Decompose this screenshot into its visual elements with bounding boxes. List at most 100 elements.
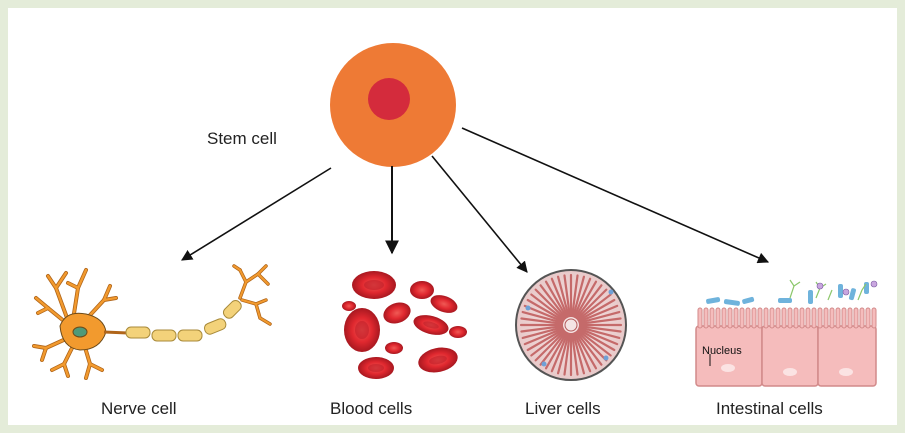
hepatocyte-cord <box>520 325 564 333</box>
red-blood-cell <box>413 315 449 335</box>
hepatocyte-cord <box>577 298 616 322</box>
microvillus <box>823 307 829 329</box>
hepatocyte-cord <box>572 275 586 318</box>
blood-cells-icon <box>342 271 467 379</box>
cell-nucleus <box>783 368 797 376</box>
liver-cells-label: Liver cells <box>525 399 601 418</box>
hepatocyte-cord <box>523 304 564 323</box>
hepatocyte-cord <box>563 274 571 318</box>
myelin-segment <box>203 318 227 335</box>
hepatocyte-cords <box>519 273 623 377</box>
hepatocyte-cord <box>576 330 608 362</box>
intestinal-cell <box>761 325 819 387</box>
hepatocyte-cord <box>521 310 564 324</box>
intestinal-cells-icon <box>695 279 878 387</box>
hepatocyte-cord <box>578 327 619 346</box>
hepatocyte-cord <box>573 277 592 318</box>
hepatocyte-cord <box>550 277 569 318</box>
arrow-to-nerve-cell <box>181 167 332 261</box>
stem-cell-icon <box>330 43 456 167</box>
red-blood-cell <box>358 357 394 379</box>
hepatocyte-cord <box>573 332 592 373</box>
microvillus <box>847 307 853 329</box>
hepatocyte-cord <box>578 317 622 325</box>
hepatocyte-cord <box>523 327 564 346</box>
red-blood-cell <box>352 271 396 299</box>
hepatocyte-cord <box>534 288 566 320</box>
red-blood-cell <box>342 301 356 311</box>
portal-triads <box>525 289 614 367</box>
microvillus <box>841 307 847 329</box>
microvillus <box>805 307 811 329</box>
microvillus <box>811 307 817 329</box>
microvillus <box>799 307 805 329</box>
microvillus <box>817 307 823 329</box>
microvillus <box>757 307 763 329</box>
blood-cells-label: Blood cells <box>330 399 413 418</box>
hepatocyte-cord <box>574 280 598 319</box>
diagram-frame: Stem cell Nerve cell Blood cells Liver c… <box>8 8 897 425</box>
microvillus <box>733 307 739 329</box>
hepatocyte-cord <box>577 328 616 352</box>
hepatocyte-cord <box>571 332 579 376</box>
microvillus <box>859 307 865 329</box>
hepatocyte-cord <box>575 284 603 319</box>
microvillus <box>787 307 793 329</box>
microvillus <box>709 307 715 329</box>
nerve-cell-label: Nerve cell <box>101 399 177 418</box>
hepatocyte-cord <box>578 326 621 340</box>
red-blood-cell <box>383 302 411 324</box>
stem-cell-nucleus <box>368 78 410 120</box>
microvillus <box>871 307 877 329</box>
hepatocyte-cord <box>576 288 608 320</box>
hepatocyte-cord <box>577 329 612 357</box>
red-blood-cell <box>449 326 467 338</box>
myelin-segment <box>125 326 151 339</box>
red-blood-cell <box>410 281 434 299</box>
intestinal-cell <box>817 325 877 387</box>
hepatocyte-cord <box>556 332 570 375</box>
hepatocyte-cord <box>539 284 567 319</box>
microvillus <box>775 307 781 329</box>
diagram-canvas <box>32 43 878 387</box>
microvillus <box>781 307 787 329</box>
red-blood-cell <box>430 295 458 313</box>
arrow-to-liver-cells <box>431 155 528 273</box>
hepatocyte-cord <box>534 330 566 362</box>
hepatocyte-cord <box>530 293 565 321</box>
hepatocyte-cord <box>577 293 612 321</box>
myelin-segment <box>151 329 177 342</box>
hepatocyte-cord <box>556 275 570 318</box>
microvilli <box>697 307 877 329</box>
microvillus <box>721 307 727 329</box>
brush-border-molecules <box>706 282 869 306</box>
hepatocyte-cord <box>544 280 568 319</box>
microvillus <box>727 307 733 329</box>
arrow-to-intestinal-cells <box>461 127 770 264</box>
red-blood-cell <box>344 308 380 352</box>
microvillus <box>697 307 703 329</box>
differentiation-arrows <box>181 127 770 273</box>
hepatocyte-cord <box>544 331 568 370</box>
hepatocyte-cord <box>578 304 619 323</box>
hepatocyte-cord <box>520 317 564 325</box>
hepatocyte-cord <box>550 332 569 373</box>
microvillus <box>835 307 841 329</box>
myelin-segment <box>222 299 242 319</box>
hepatocyte-cord <box>563 332 571 376</box>
hepatocyte-cord <box>578 310 621 324</box>
microvillus <box>853 307 859 329</box>
hepatocyte-cord <box>571 274 579 318</box>
microvillus <box>745 307 751 329</box>
microvillus <box>739 307 745 329</box>
enzyme-molecules <box>816 280 878 296</box>
microvillus <box>769 307 775 329</box>
microvillus <box>793 307 799 329</box>
hepatocyte-cord <box>578 325 622 333</box>
nerve-cell-nucleus <box>72 326 88 338</box>
hepatocyte-cord <box>539 331 567 366</box>
cell-nucleus <box>839 368 853 376</box>
hepatocyte-cord <box>526 328 565 352</box>
myelin-segment <box>177 329 203 342</box>
hepatocyte-cord <box>526 298 565 322</box>
